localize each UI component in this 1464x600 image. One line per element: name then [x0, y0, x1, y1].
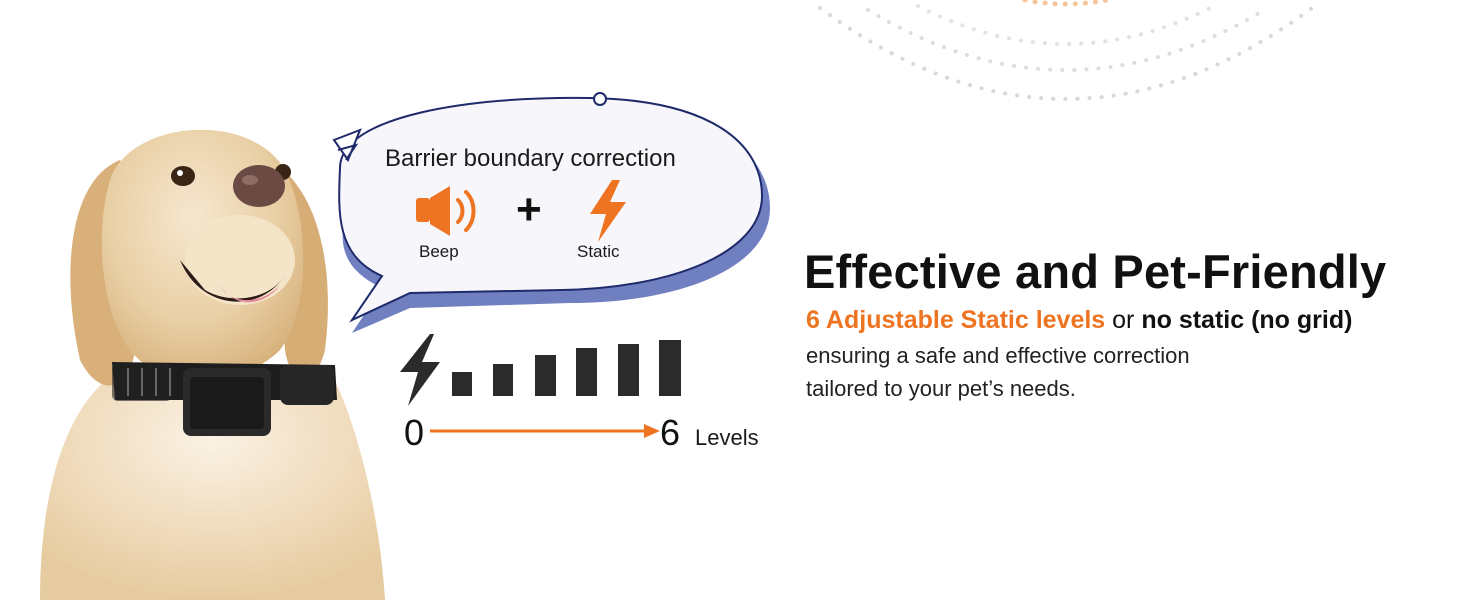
speech-bubble: [332, 92, 770, 334]
static-label: Static: [577, 242, 620, 261]
level-bar-5: [618, 344, 639, 396]
static-level-bars: [400, 334, 681, 406]
level-min: 0: [404, 412, 425, 453]
level-max: 6: [660, 412, 681, 453]
plus-sign: +: [516, 185, 542, 234]
subheadline-connector: or: [1112, 306, 1135, 334]
beep-label: Beep: [419, 242, 459, 261]
dog-with-collar-image: [40, 129, 385, 600]
description-line-1: ensuring a safe and effective correction: [806, 343, 1190, 368]
level-arrow: [430, 424, 660, 438]
levels-label: Levels: [695, 425, 759, 450]
headline: Effective and Pet-Friendly: [804, 245, 1387, 298]
lightning-bolt-icon: [590, 180, 626, 242]
description-line-2: tailored to your pet’s needs.: [806, 376, 1076, 401]
speaker-icon: [416, 186, 476, 236]
subheadline-highlight: 6 Adjustable Static levels: [806, 306, 1106, 334]
bubble-title: Barrier boundary correction: [385, 145, 676, 172]
level-bar-3: [535, 355, 556, 396]
subheadline: 6 Adjustable Static levels or no static …: [806, 306, 1352, 335]
level-bar-4: [576, 348, 597, 396]
lightning-bolt-dark-icon: [400, 334, 440, 406]
level-bar-1: [452, 372, 472, 396]
subheadline-bold: no static (no grid): [1141, 306, 1353, 334]
level-bar-6: [659, 340, 681, 396]
level-bar-2: [493, 364, 513, 396]
